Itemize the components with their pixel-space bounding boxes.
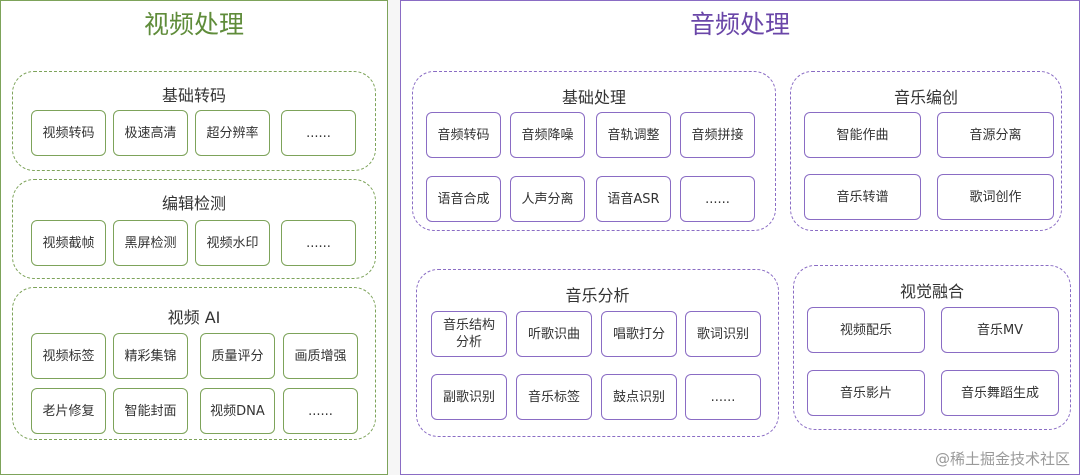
group-title: 音乐编创: [893, 88, 958, 107]
chip-video-watermark: 视频水印: [195, 220, 270, 266]
chip-source-separation: 音源分离: [937, 112, 1054, 158]
chip-track-adjust: 音轨调整: [596, 112, 671, 158]
group-music-creation: 音乐编创 智能作曲 音源分离 音乐转谱 歌词创作: [790, 71, 1062, 231]
group-visual-fusion: 视觉融合 视频配乐 音乐MV 音乐影片 音乐舞蹈生成: [793, 265, 1071, 430]
chip-song-recognition: 听歌识曲: [516, 311, 592, 357]
chip-super-resolution: 超分辨率: [195, 110, 270, 156]
chip-speech-asr: 语音ASR: [596, 176, 671, 222]
group-music-analysis: 音乐分析 音乐结构 分析 听歌识曲 唱歌打分 歌词识别 副歌识别 音乐标签 鼓点…: [416, 269, 779, 437]
video-panel-title: 视频处理: [143, 10, 244, 39]
chip-audio-transcode: 音频转码: [426, 112, 501, 158]
chip-smart-cover: 智能封面: [113, 388, 188, 434]
chip-black-screen-detect: 黑屏检测: [113, 220, 188, 266]
group-basic-transcode: 基础转码 视频转码 极速高清 超分辨率 ......: [12, 71, 376, 171]
chip-vocal-separation: 人声分离: [510, 176, 585, 222]
chip-video-frame-capture: 视频截帧: [31, 220, 106, 266]
chip-video-transcode: 视频转码: [31, 110, 106, 156]
group-title: 编辑检测: [161, 194, 226, 213]
chip-more: ......: [283, 388, 358, 434]
chip-smart-compose: 智能作曲: [804, 112, 921, 158]
group-title: 视觉融合: [899, 282, 964, 301]
chip-music-structure-analysis: 音乐结构 分析: [431, 311, 507, 357]
chip-old-film-restore: 老片修复: [31, 388, 106, 434]
chip-music-film: 音乐影片: [807, 370, 925, 416]
group-edit-detect: 编辑检测 视频截帧 黑屏检测 视频水印 ......: [12, 179, 376, 279]
chip-audio-denoise: 音频降噪: [510, 112, 585, 158]
audio-panel-title: 音频处理: [689, 10, 790, 39]
audio-processing-panel: 音频处理 基础处理 音频转码 音频降噪 音轨调整 音频拼接 语音合成 人声分离 …: [400, 0, 1080, 475]
chip-quality-score: 质量评分: [200, 333, 275, 379]
chip-music-mv: 音乐MV: [941, 307, 1059, 353]
group-title: 基础转码: [161, 86, 226, 105]
chip-chorus-detection: 副歌识别: [431, 374, 507, 420]
chip-beat-detection: 鼓点识别: [601, 374, 677, 420]
group-title: 视频 AI: [167, 308, 221, 327]
group-basic-processing: 基础处理 音频转码 音频降噪 音轨调整 音频拼接 语音合成 人声分离 语音ASR…: [412, 71, 776, 231]
chip-image-enhance: 画质增强: [283, 333, 358, 379]
chip-video-tags: 视频标签: [31, 333, 106, 379]
video-processing-panel: 视频处理 基础转码 视频转码 极速高清 超分辨率 ...... 编辑检测 视频截…: [0, 0, 388, 475]
chip-lyrics-recognition: 歌词识别: [685, 311, 761, 357]
chip-more: ......: [281, 110, 356, 156]
chip-more: ......: [685, 374, 761, 420]
group-title: 音乐分析: [565, 286, 630, 305]
chip-video-soundtrack: 视频配乐: [807, 307, 925, 353]
chip-more: ......: [281, 220, 356, 266]
chip-lyrics-writing: 歌词创作: [937, 174, 1054, 220]
chip-music-dance-generation: 音乐舞蹈生成: [941, 370, 1059, 416]
group-video-ai: 视频 AI 视频标签 精彩集锦 质量评分 画质增强 老片修复 智能封面 视频DN…: [12, 287, 376, 440]
chip-singing-score: 唱歌打分: [601, 311, 677, 357]
watermark: @稀土掘金技术社区: [934, 450, 1070, 468]
chip-video-dna: 视频DNA: [200, 388, 275, 434]
chip-audio-splice: 音频拼接: [680, 112, 755, 158]
chip-fast-hd: 极速高清: [113, 110, 188, 156]
chip-highlights: 精彩集锦: [113, 333, 188, 379]
chip-music-tags: 音乐标签: [516, 374, 592, 420]
chip-more: ......: [680, 176, 755, 222]
chip-music-transcription: 音乐转谱: [804, 174, 921, 220]
group-title: 基础处理: [561, 88, 626, 107]
chip-speech-synthesis: 语音合成: [426, 176, 501, 222]
